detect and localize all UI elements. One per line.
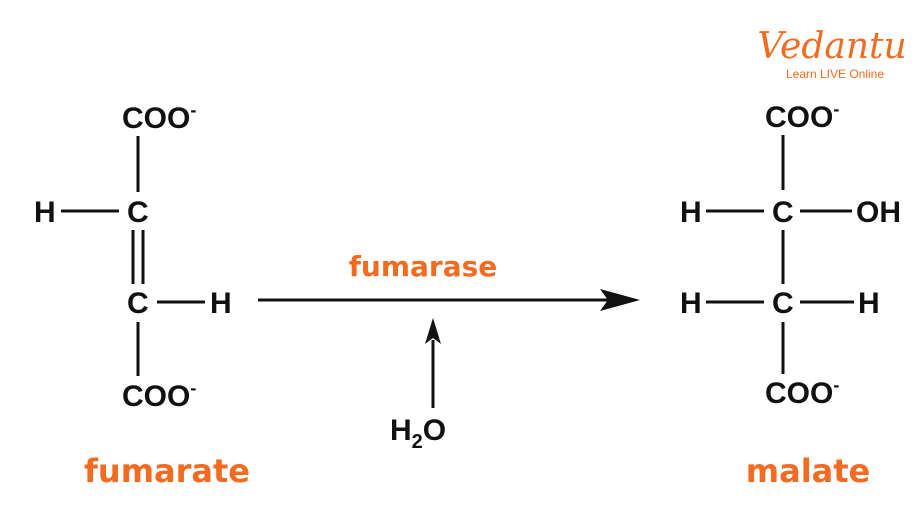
malate-oh: OH [856,196,901,229]
vedantu-logo: Vedantu Learn LIVE Online [757,26,906,81]
fumarate-h-left: H [34,196,56,229]
malate-h-left-1: H [680,196,702,229]
enzyme-label: fumarase [349,250,498,283]
malate-h-left-2: H [680,287,702,320]
fumarate-h-right: H [210,287,232,320]
fumarate-bottom-coo: COO- [122,378,196,413]
water-label: H2O [390,414,446,453]
malate-carbon-1: C [772,196,794,229]
water-arrow-head [425,318,441,344]
malate-label: malate [746,452,871,490]
fumarate-carbon-1: C [127,196,149,229]
fumarate-top-coo: COO- [122,100,196,135]
fumarate-carbon-2: C [127,287,149,320]
malate-top-coo: COO- [765,99,839,134]
fumarate-structure: COO- C H C H COO- [34,100,232,413]
brand-tagline: Learn LIVE Online [786,67,884,81]
brand-name: Vedantu [757,26,906,67]
malate-carbon-2: C [772,287,794,320]
malate-bottom-coo: COO- [765,375,839,410]
reaction-arrow: fumarase H2O [258,250,640,453]
fumarate-label: fumarate [84,452,250,490]
malate-structure: COO- H C OH H C H COO- [680,99,901,410]
main-arrow-head [600,289,640,311]
malate-h-right-2: H [858,287,880,320]
